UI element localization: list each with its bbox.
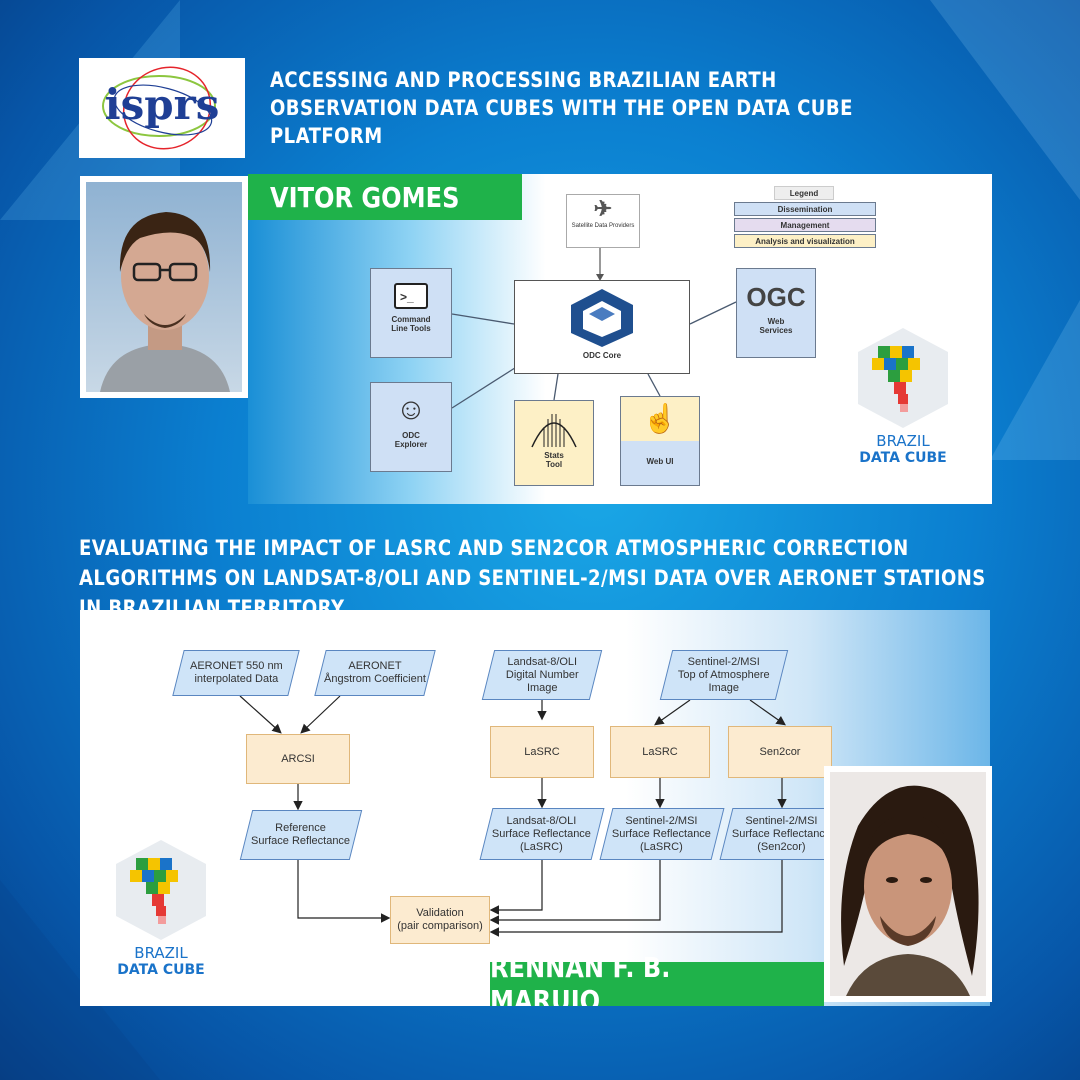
presenter2-photo <box>824 766 992 1002</box>
bdc-logo-2: BRAZIL DATA CUBE <box>106 836 216 986</box>
isprs-logo-text: isprs <box>104 80 220 129</box>
histogram-icon <box>531 414 577 448</box>
odc-explorer-box: ☺ ODC Explorer <box>370 382 452 472</box>
bg-triangle <box>990 300 1080 460</box>
flow-aeronet-angstrom: AERONET Ångstrom Coefficient <box>314 650 436 696</box>
command-line-tools-box: >_ Command Line Tools <box>370 268 452 358</box>
web-ui-label: Web UI <box>646 457 674 466</box>
odc-explorer-label: ODC Explorer <box>394 431 428 449</box>
legend-analysis: Analysis and visualization <box>734 234 876 248</box>
flow-sentinel-toa: Sentinel-2/MSI Top of Atmosphere Image <box>659 650 789 700</box>
flow-lasrc-landsat: LaSRC <box>490 726 594 778</box>
isprs-logo: isprs <box>79 58 245 158</box>
ogc-web-services-label: Web Services <box>759 317 793 335</box>
talk2-title: EVALUATING THE IMPACT OF LASRC AND SEN2C… <box>79 536 986 620</box>
explorer-icon: ☺ <box>395 393 427 426</box>
odc-architecture-diagram: VITOR GOMES ✈ Satellite Data Providers L… <box>248 174 992 504</box>
ogc-web-services-box: OGC Web Services <box>736 268 816 358</box>
touch-icon: ☝ <box>621 397 699 441</box>
satellite-label: Satellite Data Providers <box>571 223 635 229</box>
presenter1-name-bar: VITOR GOMES <box>248 174 522 220</box>
bdc-logo-2-line1: BRAZIL <box>134 944 188 962</box>
talk1-title: ACCESSING AND PROCESSING BRAZILIAN EARTH… <box>270 68 853 148</box>
odc-core-box: ODC Core <box>514 280 690 374</box>
flow-sentinel-sr-lasrc: Sentinel-2/MSI Surface Reflectance (LaSR… <box>599 808 725 860</box>
stats-tool-label: Stats Tool <box>544 451 564 469</box>
flow-landsat-sr: Landsat-8/OLI Surface Reflectance (LaSRC… <box>479 808 605 860</box>
flow-reference-sr: Reference Surface Reflectance <box>239 810 363 860</box>
flow-validation: Validation (pair comparison) <box>390 896 490 944</box>
bdc-logo-1: BRAZIL DATA CUBE <box>848 324 958 474</box>
web-ui-box: ☝ Web UI <box>620 396 700 486</box>
satellite-icon: ✈ <box>593 196 613 221</box>
presenter1-name: VITOR GOMES <box>270 180 460 214</box>
stats-tool-box: Stats Tool <box>514 400 594 486</box>
legend-dissemination: Dissemination <box>734 202 876 216</box>
odc-core-label: ODC Core <box>582 351 622 360</box>
presenter1-photo <box>80 176 248 398</box>
flow-arcsi: ARCSI <box>246 734 350 784</box>
legend-title: Legend <box>774 186 834 200</box>
ogc-logo: OGC <box>746 282 806 312</box>
presenter2-name-bar: RENNAN F. B. MARUJO <box>490 951 824 1006</box>
legend: Legend Dissemination Management Analysis… <box>734 186 876 248</box>
presenter2-name: RENNAN F. B. MARUJO <box>490 951 671 1006</box>
flow-sen2cor: Sen2cor <box>728 726 832 778</box>
bg-triangle <box>930 0 1080 200</box>
satellite-data-providers-box: ✈ Satellite Data Providers <box>566 194 640 248</box>
flow-lasrc-sentinel: LaSRC <box>610 726 710 778</box>
command-line-tools-label: Command Line Tools <box>391 315 431 333</box>
bdc-logo-2-line2: DATA CUBE <box>117 962 205 978</box>
bdc-logo-1-line1: BRAZIL <box>876 432 930 450</box>
flow-aeronet-550: AERONET 550 nm interpolated Data <box>172 650 300 696</box>
terminal-icon: >_ <box>394 283 428 309</box>
odc-cube-icon <box>571 289 633 347</box>
flow-landsat-dn: Landsat-8/OLI Digital Number Image <box>481 650 603 700</box>
bdc-logo-1-line2: DATA CUBE <box>859 450 947 466</box>
legend-management: Management <box>734 218 876 232</box>
